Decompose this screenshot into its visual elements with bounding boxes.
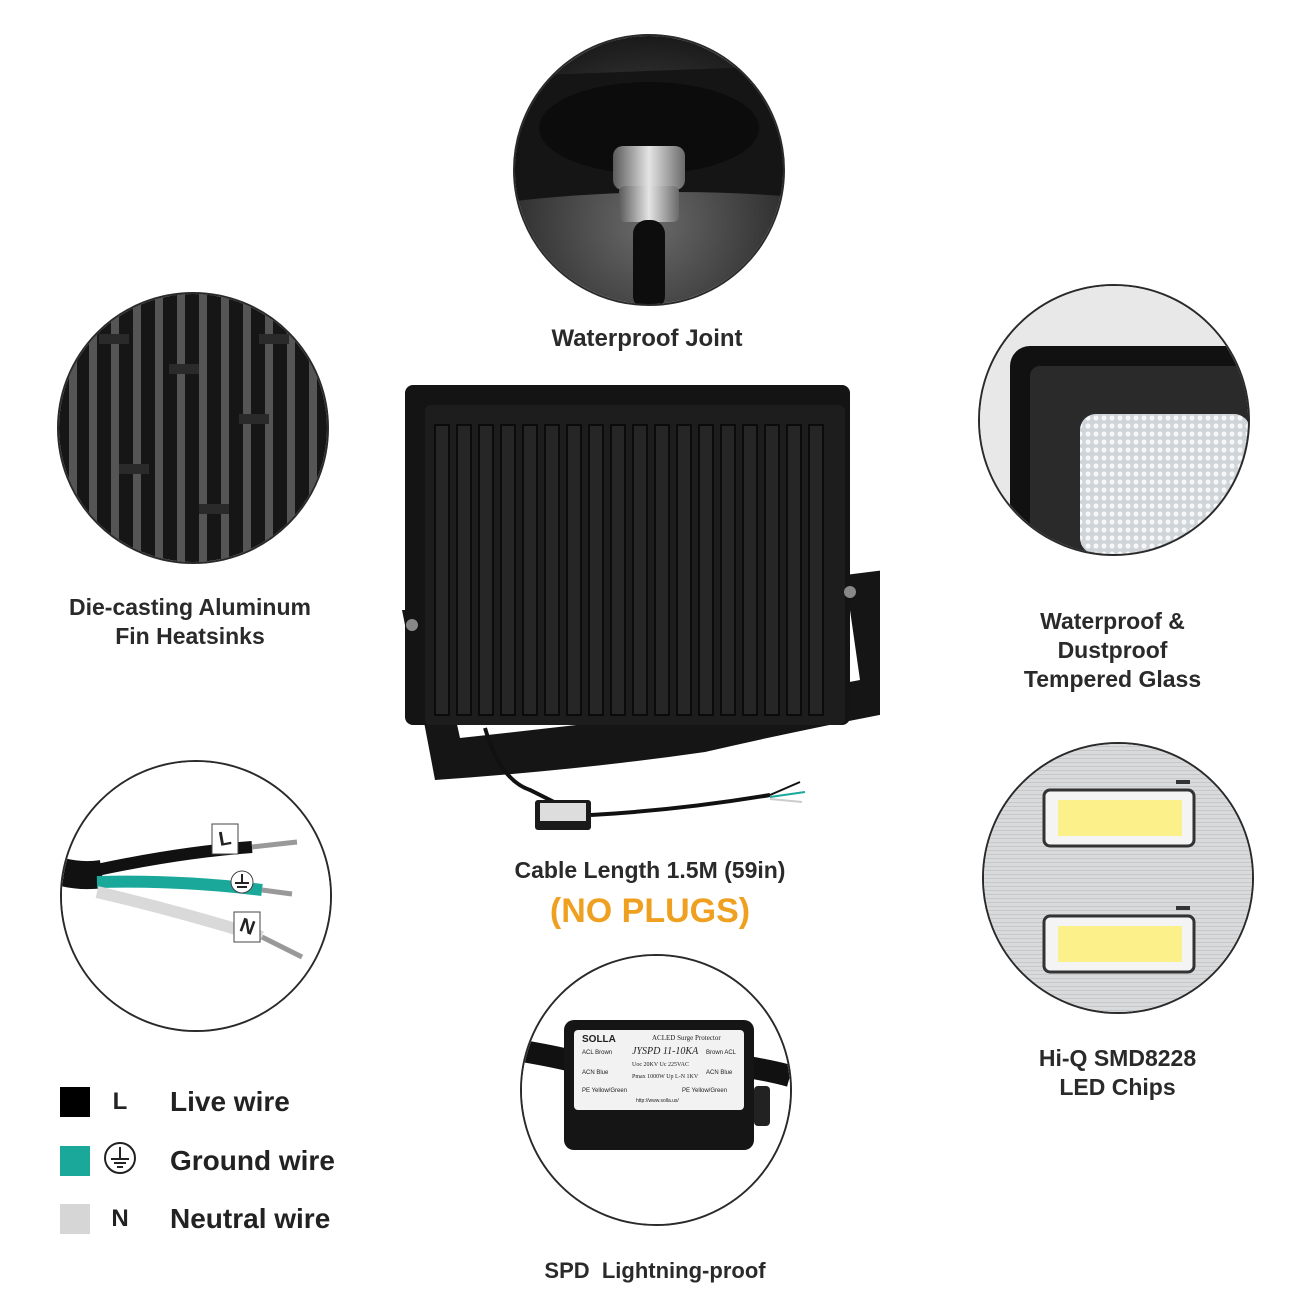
spd-model: JYSPD 11-10KA: [632, 1046, 699, 1057]
spd-sticker: SOLLA ACLED Surge Protector JYSPD 11-10K…: [580, 1032, 740, 1110]
spd-line1: Uoc 20KV Uc 225VAC: [632, 1062, 689, 1068]
spd-acl-brown: ACL Brown: [582, 1050, 613, 1056]
spd-pe: PE Yellow/Green: [582, 1088, 628, 1094]
live-symbol: L: [112, 1088, 128, 1115]
led-chips-label: Hi-Q SMD8228 LED Chips: [990, 1044, 1245, 1102]
legend-live: L Live wire: [60, 1085, 290, 1119]
live-wire-tag: L: [216, 827, 233, 851]
legend-ground: Ground wire: [60, 1141, 335, 1178]
floodlight-product-image: [380, 370, 905, 850]
heatsink-label-line2: Fin Heatsinks: [115, 622, 265, 649]
tempered-glass-line2: Dustproof: [1057, 636, 1168, 663]
tempered-glass-label: Waterproof & Dustproof Tempered Glass: [990, 607, 1235, 693]
no-plugs-label: (NO PLUGS): [549, 892, 751, 930]
spd-acn-blue: ACN Blue: [582, 1070, 609, 1076]
spd-brand: SOLLA: [582, 1034, 616, 1045]
heatsink-detail: [57, 292, 329, 564]
neutral-text: Neutral wire: [170, 1203, 331, 1234]
wires-detail: L N: [60, 760, 332, 1032]
spd-title: ACLED Surge Protector: [652, 1034, 721, 1042]
spd-label: SPD Lightning-proof: [544, 1258, 766, 1283]
legend-neutral: N Neutral wire: [60, 1202, 330, 1236]
tempered-glass-line3: Tempered Glass: [1023, 665, 1202, 692]
spd-acn-blue-right: ACN Blue: [706, 1070, 733, 1076]
led-chips-line2: LED Chips: [1059, 1073, 1176, 1100]
cable-length-label: Cable Length 1.5M (59in): [514, 857, 786, 883]
ground-swatch: [60, 1146, 90, 1176]
heatsink-label-line1: Die-casting Aluminum: [69, 594, 311, 620]
neutral-symbol: N: [111, 1205, 129, 1232]
led-chips-line1: Hi-Q SMD8228: [1038, 1045, 1197, 1071]
heatsink-label: Die-casting Aluminum Fin Heatsinks: [40, 593, 340, 651]
tempered-glass-line1: Waterproof &: [1040, 608, 1185, 634]
led-chips-detail: [982, 742, 1254, 1014]
tempered-glass-detail: [978, 284, 1250, 556]
spd-brown-acl: Brown ACL: [706, 1050, 737, 1056]
spd-pe-right: PE Yellow/Green: [682, 1088, 728, 1094]
spd-detail: SOLLA ACLED Surge Protector JYSPD 11-10K…: [520, 954, 792, 1226]
ground-text: Ground wire: [170, 1145, 335, 1176]
waterproof-joint-detail: [513, 34, 785, 306]
live-text: Live wire: [170, 1086, 290, 1117]
ground-icon: [90, 1141, 150, 1182]
neutral-swatch: [60, 1204, 90, 1234]
spd-url: http://www.solla.us/: [636, 1098, 679, 1104]
waterproof-joint-label: Waterproof Joint: [551, 325, 743, 352]
live-swatch: [60, 1087, 90, 1117]
spd-line2: Pmax 1000W Up L-N 1KV: [632, 1074, 699, 1080]
